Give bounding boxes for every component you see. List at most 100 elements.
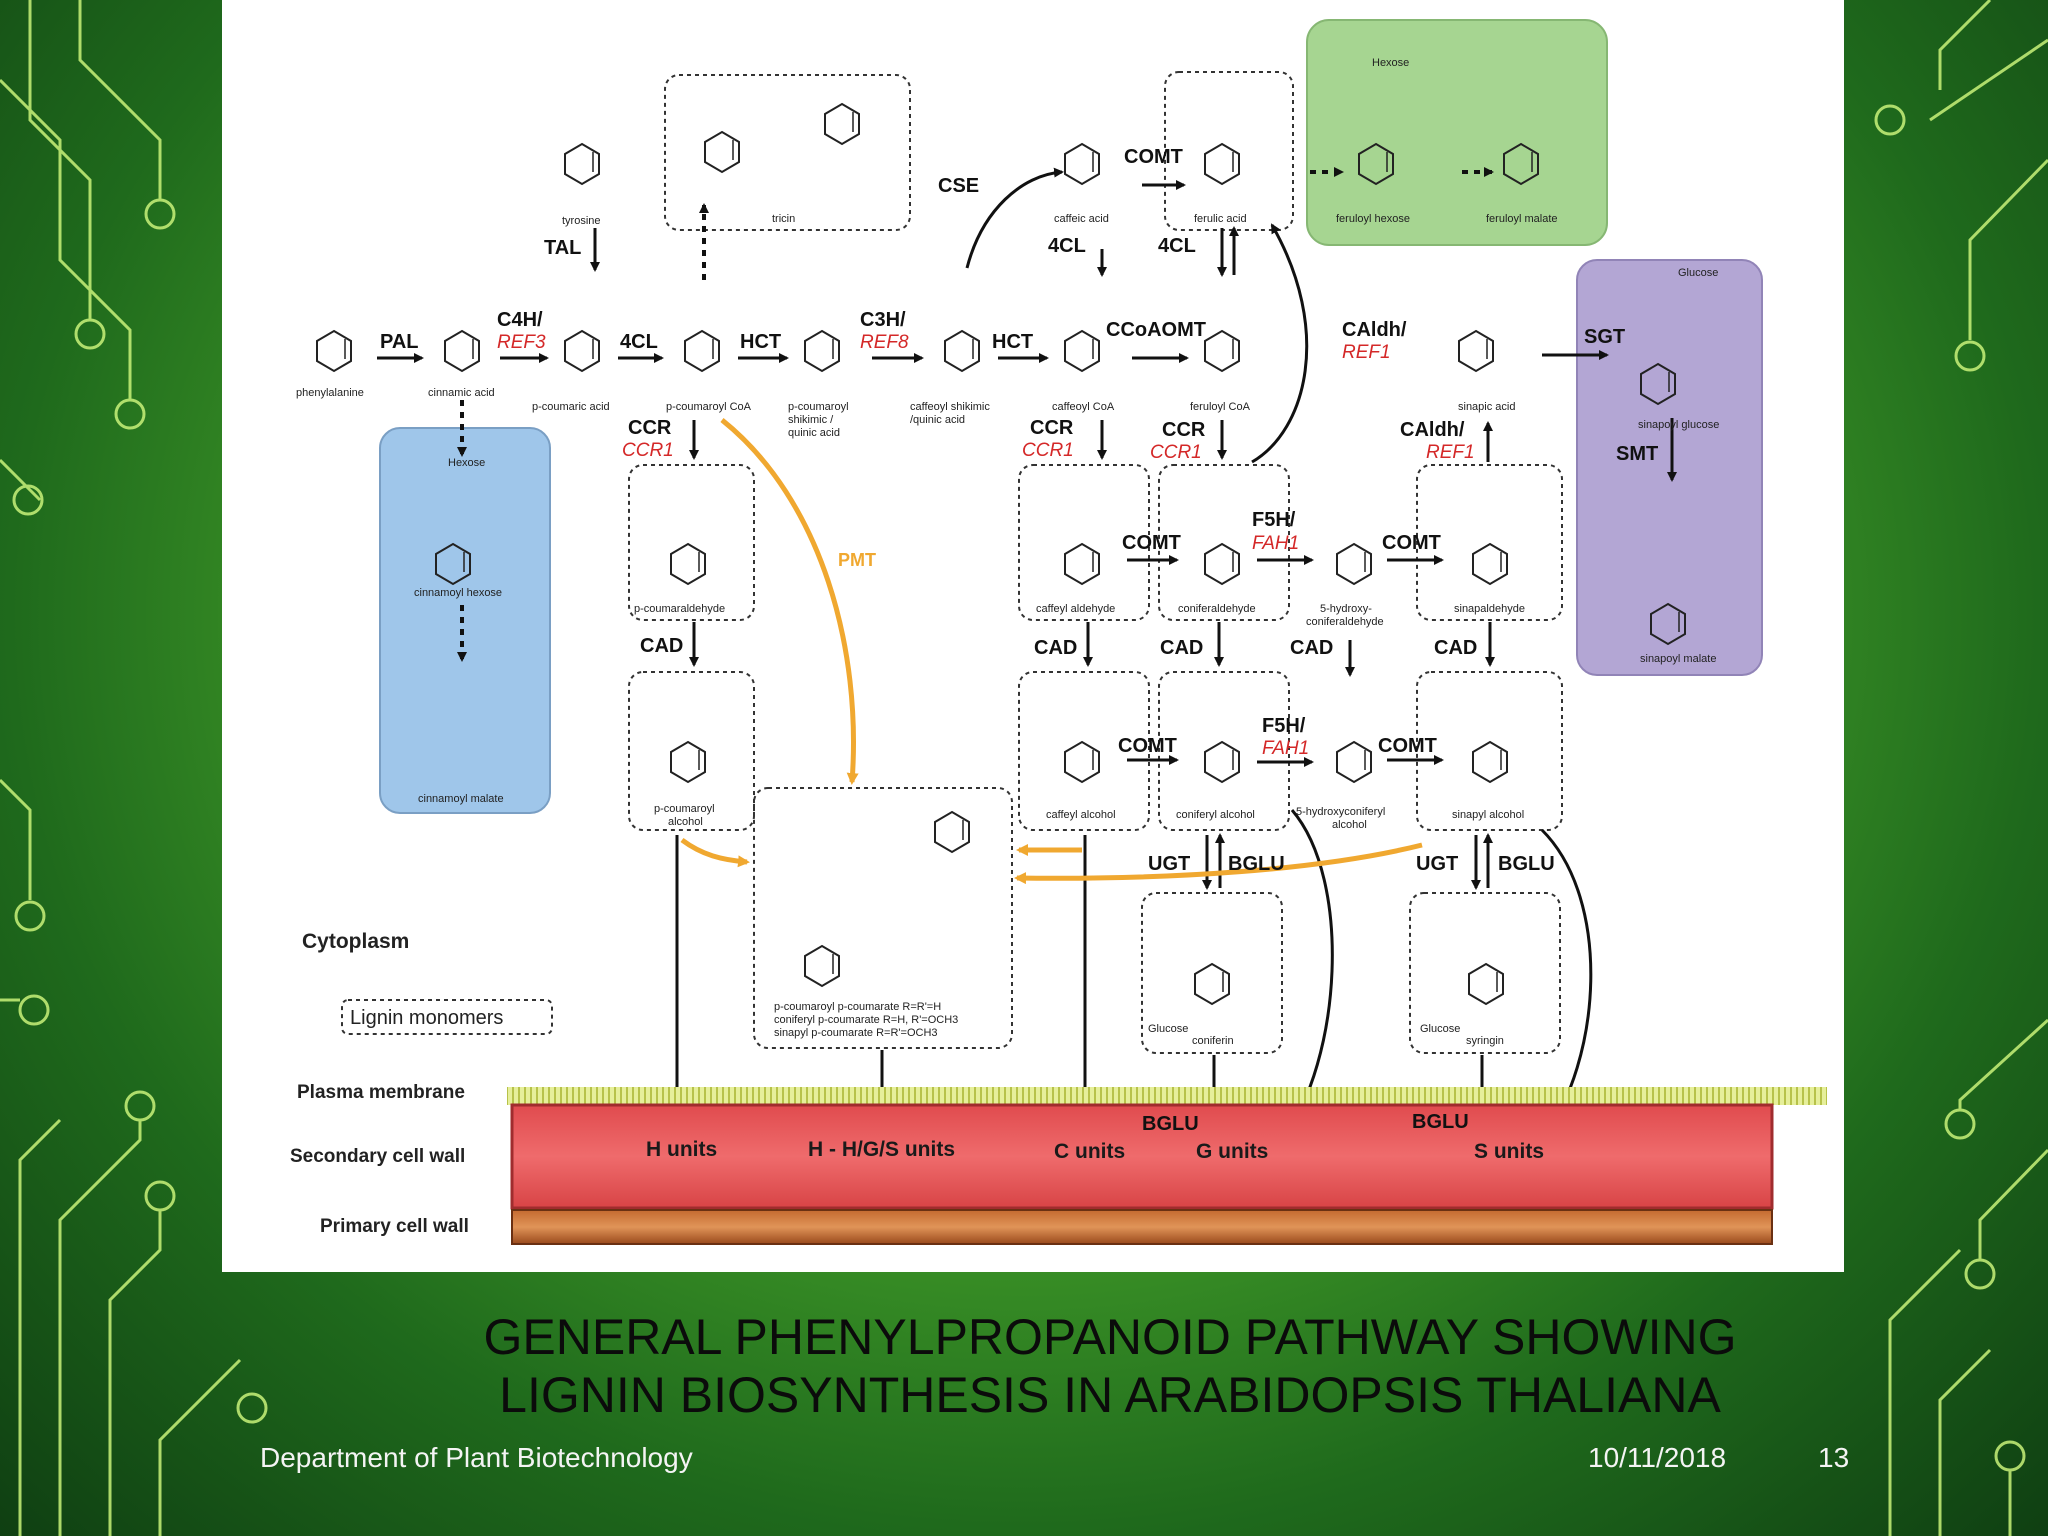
syringin-box — [1409, 892, 1561, 1054]
label-cinnamic-acid: cinnamic acid — [428, 387, 495, 399]
coniferaldehyde-box — [1158, 464, 1290, 621]
slide-title-line-1: GENERAL PHENYLPROPANOID PATHWAY SHOWING — [483, 1309, 1737, 1365]
label-pcoumaroyl-coa: p-coumaroyl CoA — [666, 401, 752, 413]
c-units: C units — [1054, 1140, 1125, 1163]
label-primary-cell-wall: Primary cell wall — [320, 1216, 469, 1237]
label-cinnamoyl-malate: cinnamoyl malate — [418, 793, 504, 805]
enzyme-ccr-a: CCR — [628, 417, 672, 439]
enzyme-4cl-a: 4CL — [620, 331, 658, 353]
enzyme-ccr-b: CCR — [1030, 417, 1074, 439]
label-caffeic-acid: caffeic acid — [1054, 213, 1109, 225]
label-sinapaldehyde: sinapaldehyde — [1454, 603, 1525, 615]
gene-ccr1-b: CCR1 — [1022, 440, 1074, 461]
gene-ref1-a: REF1 — [1342, 342, 1391, 363]
enzyme-cad-a: CAD — [640, 635, 683, 657]
pcoumaraldehyde-box — [628, 464, 755, 621]
enzyme-pal: PAL — [380, 331, 419, 353]
enzyme-4cl-c: 4CL — [1158, 235, 1196, 257]
g-units: G units — [1196, 1140, 1268, 1163]
enzyme-cad-e: CAD — [1434, 637, 1477, 659]
label-5hydroxyconiferyl-alcohol-2: alcohol — [1332, 819, 1367, 831]
enzyme-f5h-mid: F5H/ — [1252, 509, 1296, 531]
label-secondary-cell-wall: Secondary cell wall — [290, 1146, 465, 1167]
pcoumaroyl-alcohol-box — [628, 671, 755, 831]
label-plasma-membrane: Plasma membrane — [297, 1082, 465, 1103]
enzyme-ccoaomt: CCoAOMT — [1106, 319, 1206, 341]
enzyme-ugt-b: UGT — [1416, 853, 1458, 875]
gene-fah1-a: FAH1 — [1252, 533, 1299, 554]
gene-fah1-b: FAH1 — [1262, 738, 1309, 759]
label-hexose-blue: Hexose — [448, 457, 485, 469]
enzyme-bglu-c: BGLU — [1142, 1113, 1199, 1135]
label-glucose-coniferin: Glucose — [1148, 1023, 1188, 1035]
enzyme-sgt: SGT — [1584, 326, 1625, 348]
label-tyrosine: tyrosine — [562, 215, 601, 227]
feruloyl-ester-box — [1306, 19, 1608, 246]
label-caffeyl-aldehyde: caffeyl aldehyde — [1036, 603, 1115, 615]
caffeyl-aldehyde-box — [1018, 464, 1150, 621]
enzyme-cad-d: CAD — [1290, 637, 1333, 659]
label-coniferyl-alcohol: coniferyl alcohol — [1176, 809, 1255, 821]
label-lignin-monomers: Lignin monomers — [350, 1007, 503, 1029]
diagram-panel: PAL C4H/ REF3 TAL 4CL HCT C3H/ REF8 CSE … — [222, 0, 1844, 1272]
gene-ref1-b: REF1 — [1426, 442, 1475, 463]
sinapyl-alcohol-box — [1416, 671, 1563, 831]
label-feruloyl-malate: feruloyl malate — [1486, 213, 1558, 225]
gene-ccr1-a: CCR1 — [622, 440, 674, 461]
label-pcoumarate-1: p-coumaroyl p-coumarate R=R'=H — [774, 1001, 941, 1013]
pcoumarate-box — [753, 787, 1013, 1049]
enzyme-comt-mid2: COMT — [1382, 532, 1441, 554]
label-sinapoyl-malate: sinapoyl malate — [1640, 653, 1716, 665]
enzyme-caldh-a: CAldh/ — [1342, 319, 1407, 341]
enzyme-ccr-c: CCR — [1162, 419, 1206, 441]
label-5hydroxyconiferyl-alcohol-1: 5-hydroxyconiferyl — [1296, 806, 1385, 818]
s-units: S units — [1474, 1140, 1544, 1163]
secondary-cell-wall — [510, 1103, 1774, 1210]
label-sinapoyl-glucose: sinapoyl glucose — [1638, 419, 1719, 431]
plasma-membrane — [507, 1087, 1827, 1105]
sinapoyl-ester-box — [1576, 259, 1763, 676]
coniferyl-alcohol-box — [1158, 671, 1290, 831]
lignin-pathway-diagram: PAL C4H/ REF3 TAL 4CL HCT C3H/ REF8 CSE … — [290, 19, 1827, 1245]
label-coniferin: coniferin — [1192, 1035, 1234, 1047]
label-pcoumaraldehyde: p-coumaraldehyde — [634, 603, 725, 615]
enzyme-bglu-a: BGLU — [1228, 853, 1285, 875]
enzyme-comt-top: COMT — [1124, 146, 1183, 168]
gene-ref8: REF8 — [860, 332, 909, 353]
tricin-box — [664, 74, 911, 231]
enzyme-comt-low: COMT — [1118, 735, 1177, 757]
gene-ccr1-c: CCR1 — [1150, 442, 1202, 463]
label-caffeyl-alcohol: caffeyl alcohol — [1046, 809, 1116, 821]
label-sinapic-acid: sinapic acid — [1458, 401, 1515, 413]
primary-cell-wall — [511, 1209, 1773, 1245]
label-5hydroxy-coniferaldehyde-1: 5-hydroxy- — [1320, 603, 1372, 615]
enzyme-cse: CSE — [938, 175, 979, 197]
label-pcoumaroyl-alcohol-1: p-coumaroyl — [654, 803, 715, 815]
enzyme-c3h: C3H/ — [860, 309, 906, 331]
label-pcoumaric-acid: p-coumaric acid — [532, 401, 610, 413]
label-feruloyl-hexose: feruloyl hexose — [1336, 213, 1410, 225]
hgs-units: H - H/G/S units — [808, 1138, 955, 1161]
enzyme-cad-b: CAD — [1034, 637, 1077, 659]
enzyme-hct-b: HCT — [992, 331, 1033, 353]
slide-number: 13 — [1818, 1442, 1850, 1473]
label-sinapyl-alcohol: sinapyl alcohol — [1452, 809, 1524, 821]
enzyme-f5h-low: F5H/ — [1262, 715, 1306, 737]
enzyme-cad-c: CAD — [1160, 637, 1203, 659]
coniferin-box — [1141, 892, 1283, 1054]
label-5hydroxy-coniferaldehyde-2: coniferaldehyde — [1306, 616, 1384, 628]
label-caffeoyl-coa: caffeoyl CoA — [1052, 401, 1115, 413]
enzyme-hct-a: HCT — [740, 331, 781, 353]
label-phenylalanine: phenylalanine — [296, 387, 364, 399]
label-glucose-syringin: Glucose — [1420, 1023, 1460, 1035]
cinnamoyl-ester-box — [379, 427, 551, 814]
lignin-monomers-legend-box — [341, 999, 553, 1035]
gene-ref3: REF3 — [497, 332, 546, 353]
label-tricin: tricin — [772, 213, 795, 225]
enzyme-pmt: PMT — [838, 550, 876, 570]
sinapaldehyde-box — [1416, 464, 1563, 621]
slide-title-line-2: LIGNIN BIOSYNTHESIS IN ARABIDOPSIS THALI… — [499, 1367, 1721, 1423]
enzyme-4cl-b: 4CL — [1048, 235, 1086, 257]
h-units: H units — [646, 1138, 717, 1161]
